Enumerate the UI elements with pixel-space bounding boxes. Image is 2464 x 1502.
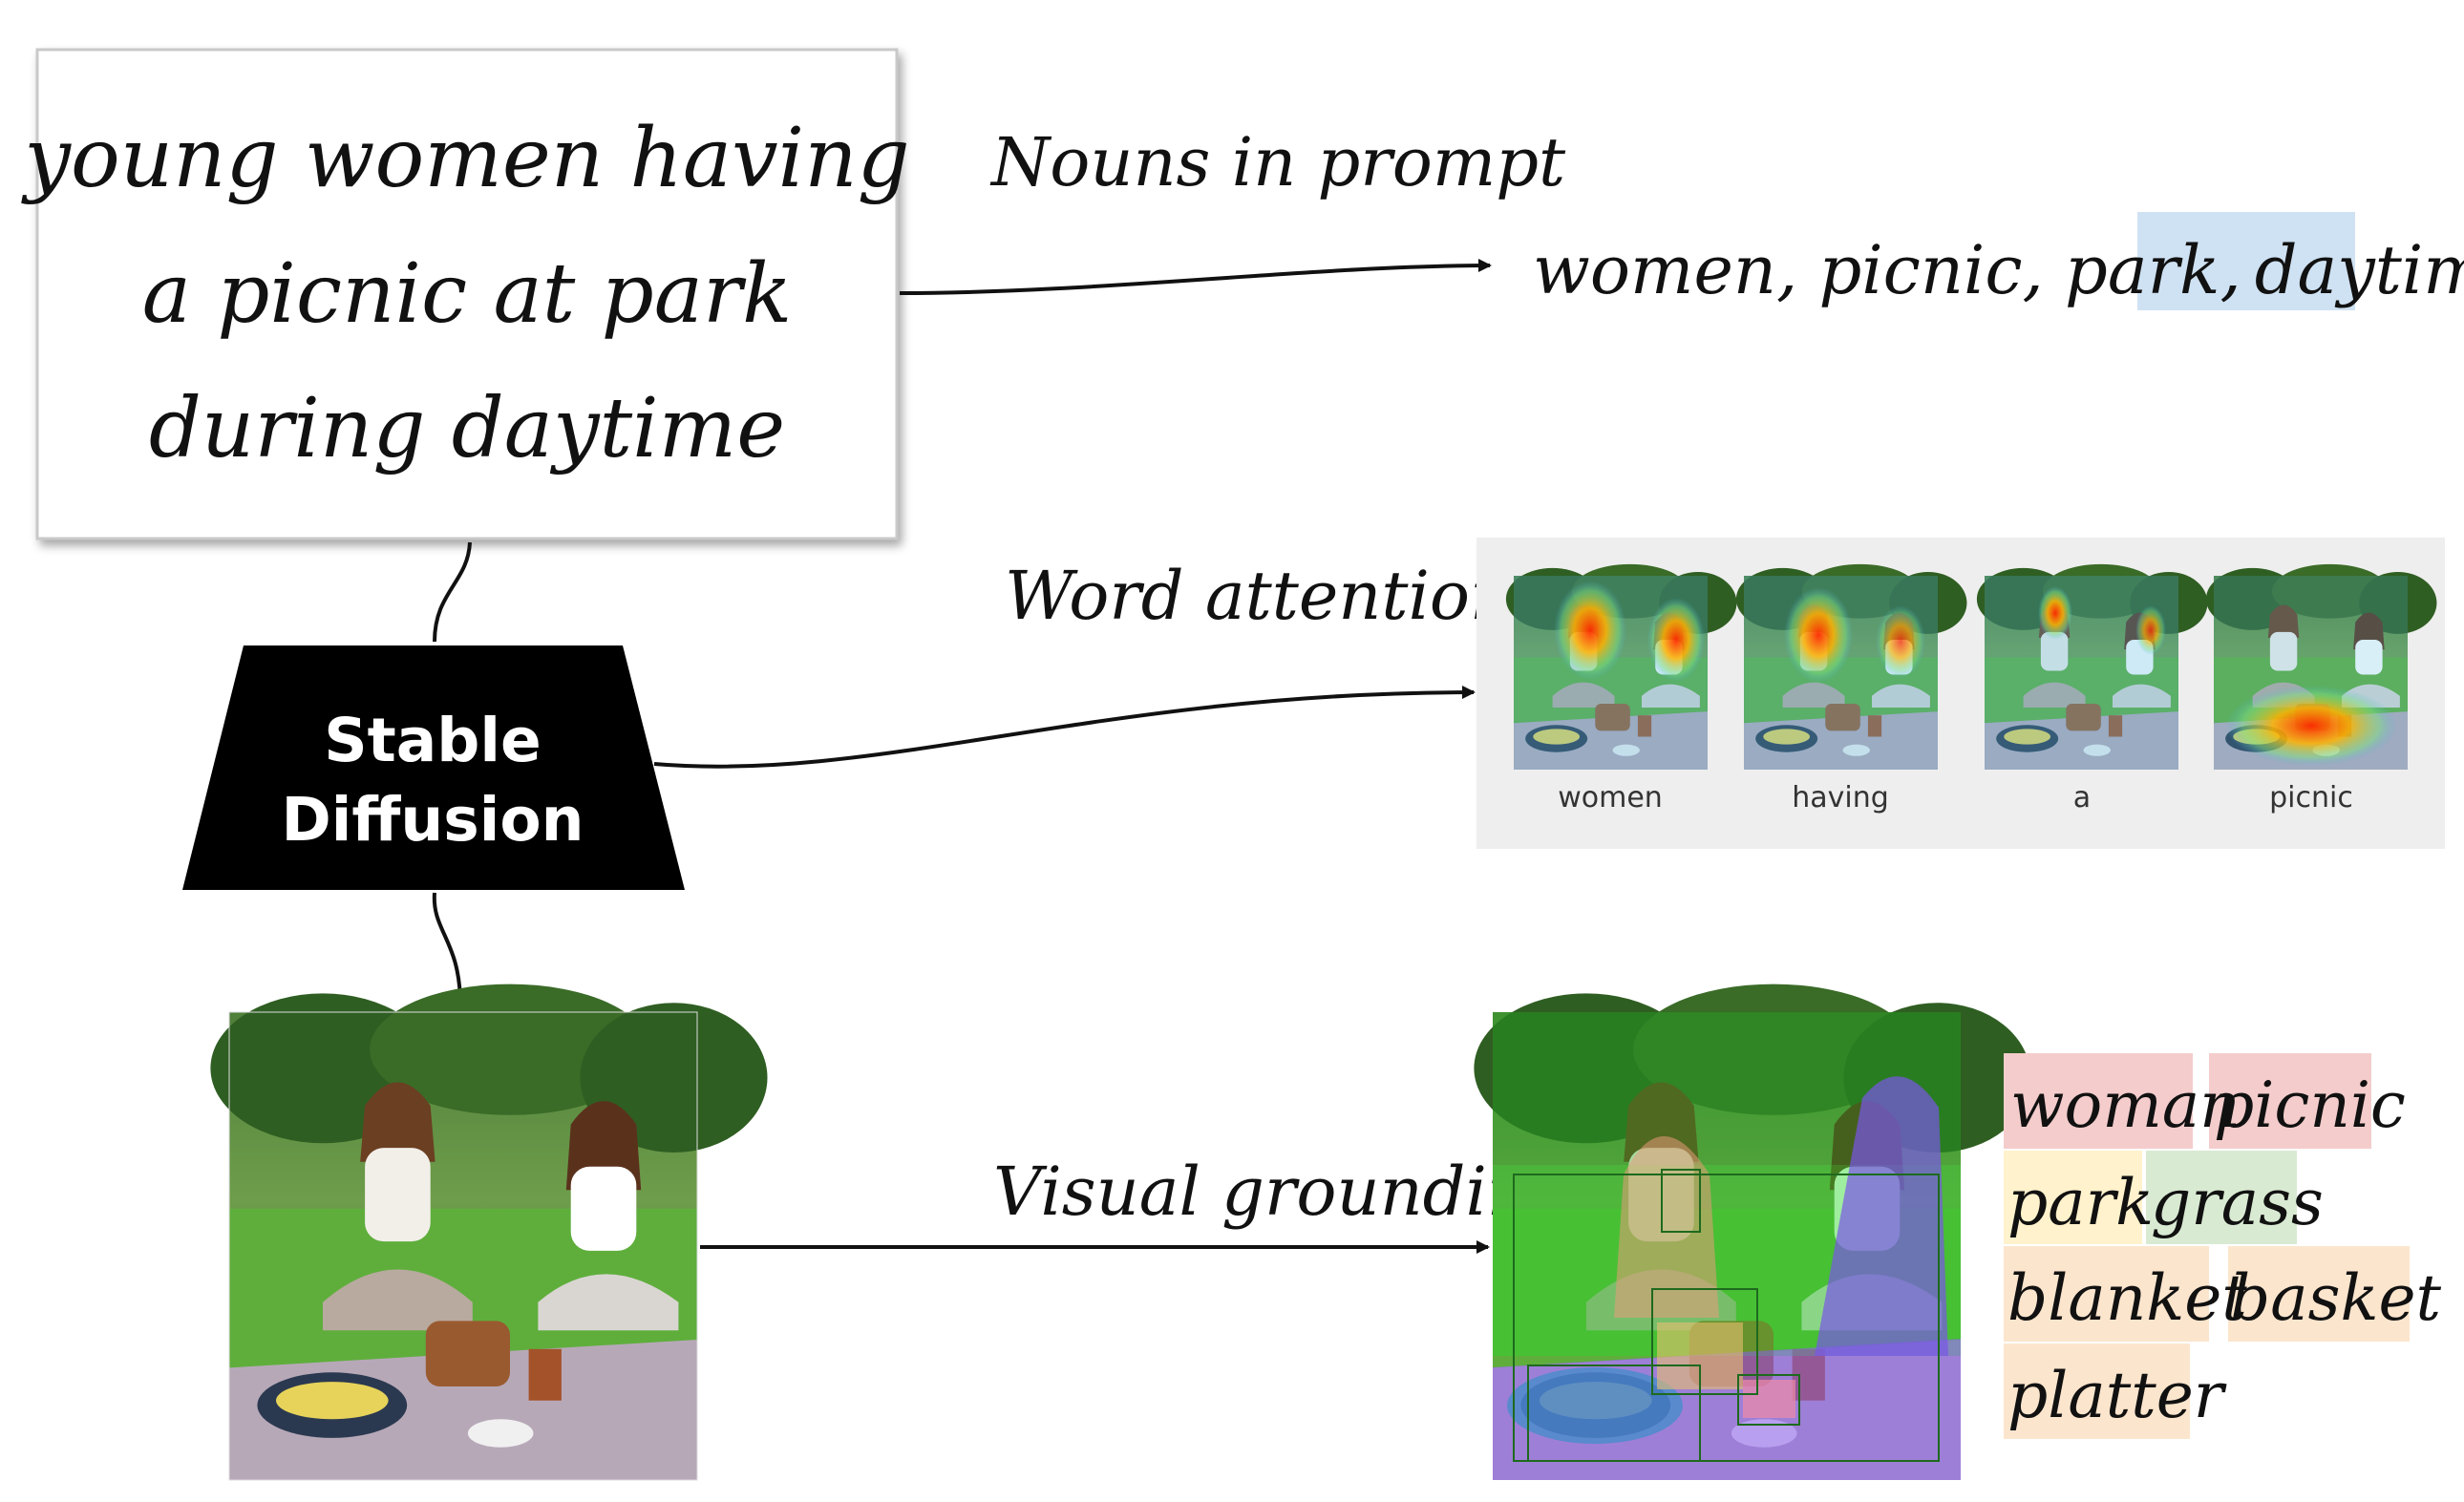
label-word-attention: Word attention (1005, 557, 1513, 635)
model-label-line-2: Diffusion (282, 785, 584, 855)
label-visual-grounding: Visual grounding (993, 1153, 1573, 1231)
attention-map-picnic: picnic (2205, 563, 2437, 814)
arrow-model-to-image (432, 892, 467, 1006)
prompt-line-1: young women having (20, 111, 909, 206)
connector-prompt-to-model (433, 541, 472, 643)
attention-word-label: picnic (2269, 781, 2353, 814)
grounded-image (1474, 984, 2031, 1480)
daytime-highlight (2137, 212, 2355, 310)
attention-word-label: having (1792, 781, 1889, 814)
attention-word-label: a (2073, 781, 2091, 814)
model-label-line-1: Stable (324, 706, 541, 775)
tag-basket: basket (2230, 1261, 2442, 1335)
attention-word-label: women (1558, 781, 1663, 814)
prompt-box: young women having a picnic at park duri… (20, 48, 910, 540)
tag-platter: platter (2007, 1359, 2227, 1432)
prompt-line-3: during daytime (149, 381, 785, 476)
tag-picnic: picnic (2214, 1068, 2406, 1142)
arrow-model-to-attention (653, 686, 1476, 769)
label-nouns-in-prompt: Nouns in prompt (989, 123, 1566, 201)
generated-image (210, 984, 768, 1481)
nouns-highlighted: daytime (2255, 231, 2464, 309)
stable-diffusion-block: Stable Diffusion (182, 645, 685, 890)
attention-map-a: a (1976, 563, 2208, 814)
tag-grass: grass (2151, 1166, 2324, 1239)
attention-panel: women having a picnic (1476, 538, 2445, 849)
nouns-list: women, picnic, park,daytime (1533, 212, 2464, 310)
tag-park: park (2007, 1166, 2154, 1239)
arrow-prompt-to-nouns (899, 259, 1492, 295)
nouns-prefix: women, picnic, park, (1533, 231, 2241, 309)
prompt-line-2: a picnic at park (142, 246, 792, 342)
grounding-tags: woman picnic park grass blanket basket p… (2004, 1053, 2442, 1439)
attention-map-women: women (1505, 563, 1737, 814)
attention-map-having: having (1735, 563, 1967, 814)
tag-woman: woman (2010, 1068, 2241, 1142)
nouns-text: women, picnic, park,daytime (1533, 231, 2464, 309)
tag-blanket: blanket (2007, 1261, 2247, 1335)
